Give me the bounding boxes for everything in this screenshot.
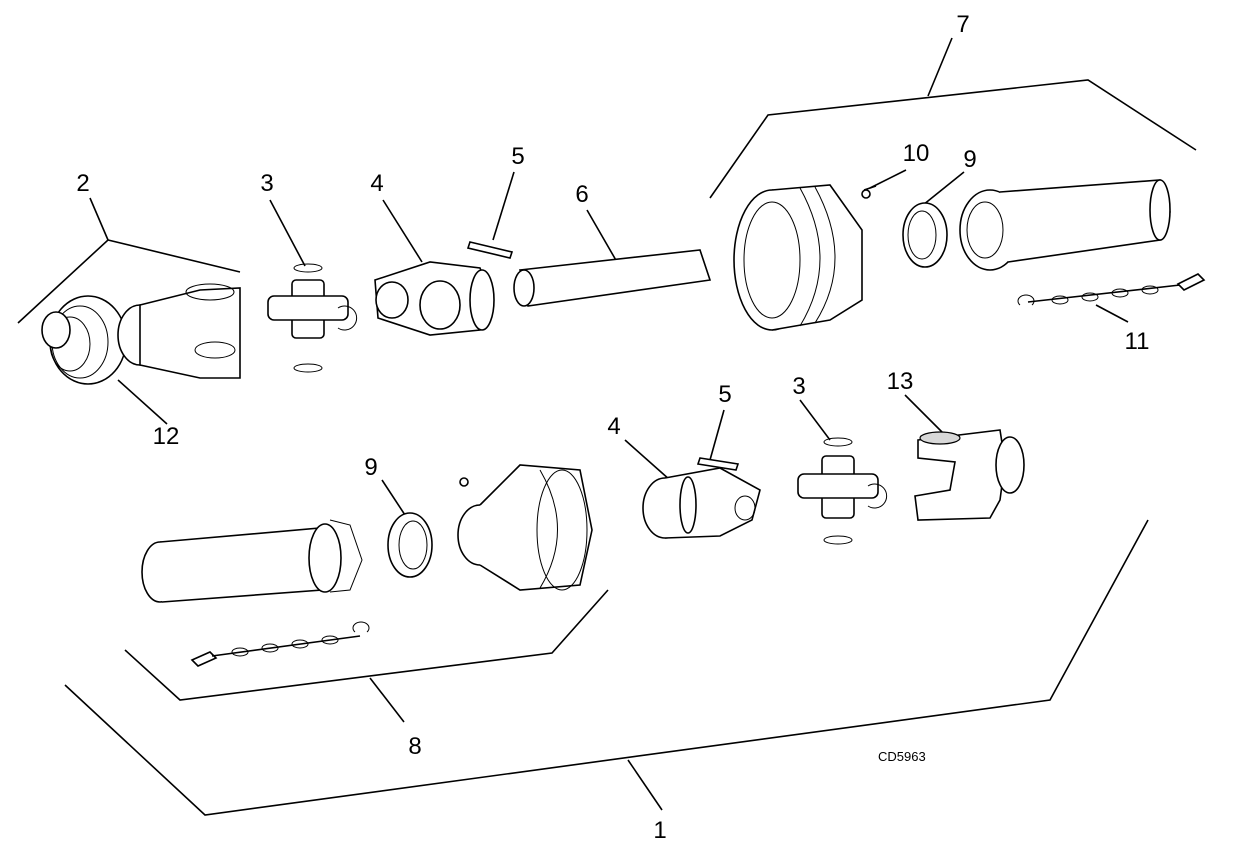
yoke-collar-part [117,283,241,379]
inner-yoke-part-bottom [642,467,761,539]
callout-3-bottom: 3 [792,373,805,400]
inner-yoke-part-top [374,261,495,336]
safety-chain-part-bottom [190,621,370,667]
spring-pin-part-bottom [696,457,740,471]
inner-tube-part [513,249,712,307]
figure-id: CD5963 [878,749,926,764]
group-bracket-7 [709,37,1197,199]
group-bracket-2 [17,197,241,324]
callout-4-bottom: 4 [607,413,620,440]
callout-5-bottom: 5 [718,381,731,408]
callout-11: 11 [1125,328,1150,355]
callout-2: 2 [76,170,89,197]
callout-12: 12 [153,423,180,450]
outer-shield-cone-part [733,184,863,331]
callout-13: 13 [887,368,914,395]
cross-bearing-part-bottom [797,437,888,545]
outer-yoke-part [914,429,1025,521]
callout-7: 7 [956,11,969,38]
callout-8: 8 [408,733,421,760]
group-bracket-1 [64,519,1149,816]
callout-3-top: 3 [260,170,273,197]
safety-chain-part-top [1017,273,1206,306]
callout-6: 6 [575,181,588,208]
callout-9-bottom: 9 [364,454,377,481]
spring-pin-part-top [466,241,514,259]
callout-9-top: 9 [963,146,976,173]
callout-5-top: 5 [511,143,524,170]
callout-10: 10 [903,140,930,167]
callout-1: 1 [653,817,666,844]
bearing-ring-part-bottom [387,512,433,578]
group-bracket-8 [124,589,609,723]
outer-tube-shield-part [959,179,1171,271]
shield-ring-part [41,295,127,385]
screw-part [861,185,877,199]
inner-tube-shield-part [141,519,363,603]
leader-lines [117,169,1129,516]
cross-bearing-part-top [267,263,358,373]
bearing-ring-part-top [902,202,948,268]
inner-shield-cone-part [457,464,593,591]
callout-4-top: 4 [370,170,383,197]
